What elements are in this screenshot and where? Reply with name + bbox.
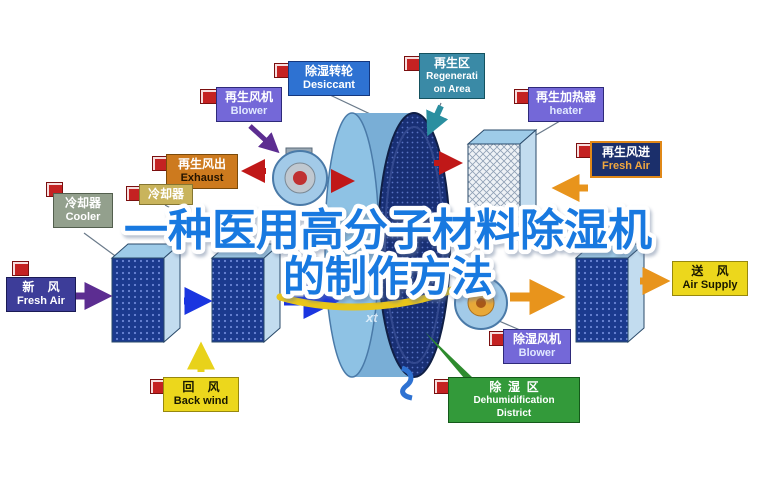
- label-exhaust: 再生风出 Exhaust: [166, 154, 238, 189]
- watermark-text: xt: [366, 310, 378, 325]
- label-regeneration-area-en1: Regenerati: [426, 71, 478, 82]
- unit-box-middle: [210, 242, 282, 344]
- label-regen-blower-en: Blower: [230, 105, 268, 117]
- label-regen-fresh-air-en: Fresh Air: [602, 160, 650, 172]
- label-desiccant-zh: 除湿转轮: [304, 64, 353, 78]
- label-regeneration-area-en2: on Area: [433, 83, 471, 95]
- label-cooler-left-en: Cooler: [65, 211, 101, 223]
- label-dehumid-blower-zh: 除湿风机: [512, 332, 561, 346]
- dehumid-blower-fan: [454, 276, 508, 330]
- label-air-supply: 送 风 Air Supply: [672, 261, 748, 296]
- label-dehumidification-district-en1: Dehumidification: [473, 395, 555, 406]
- label-regen-fresh-air-zh: 再生风进: [601, 145, 650, 159]
- label-regeneration-area-zh: 再生区: [433, 56, 470, 70]
- label-dehumidification-district-zh: 除 湿 区: [489, 380, 539, 394]
- label-air-supply-en: Air Supply: [682, 279, 738, 291]
- label-exhaust-zh: 再生风出: [177, 157, 226, 171]
- label-regen-heater-en: heater: [549, 105, 583, 117]
- label-dehumidification-district-en2: District: [496, 407, 532, 419]
- label-regen-heater-zh: 再生加热器: [535, 90, 596, 104]
- label-dehumidification-district: 除 湿 区 Dehumidification District: [448, 377, 580, 423]
- label-regeneration-area: 再生区 Regenerati on Area: [419, 53, 485, 99]
- label-fresh-air-inlet: 新 风 Fresh Air: [6, 277, 76, 312]
- label-dehumid-blower-en: Blower: [518, 347, 556, 359]
- desiccant-wheel: [324, 112, 451, 378]
- red-marker-icon: [200, 89, 217, 104]
- unit-box-left: [110, 242, 182, 344]
- label-dehumid-blower: 除湿风机 Blower: [503, 329, 571, 364]
- label-regen-fresh-air: 再生风进 Fresh Air: [590, 141, 662, 178]
- label-back-wind-en: Back wind: [173, 395, 229, 407]
- heater-box: [466, 128, 538, 232]
- label-fresh-air-inlet-zh: 新 风: [22, 280, 60, 294]
- label-air-supply-zh: 送 风: [691, 264, 729, 278]
- label-regen-blower: 再生风机 Blower: [216, 87, 282, 122]
- label-regen-heater: 再生加热器 heater: [528, 87, 604, 122]
- duct-bracket: [400, 365, 414, 401]
- label-back-wind-zh: 回 风: [182, 380, 220, 394]
- label-back-wind: 回 风 Back wind: [163, 377, 239, 412]
- label-cooler-middle: 冷却器: [139, 184, 193, 205]
- label-cooler-left: 冷却器 Cooler: [53, 193, 113, 228]
- label-cooler-middle-zh: 冷却器: [147, 187, 184, 201]
- label-cooler-left-zh: 冷却器: [64, 196, 101, 210]
- unit-box-right: [574, 242, 646, 344]
- label-desiccant: 除湿转轮 Desiccant: [288, 61, 370, 96]
- red-marker-icon: [12, 261, 29, 276]
- regen-blower-fan: [272, 147, 328, 206]
- label-exhaust-en: Exhaust: [180, 172, 224, 184]
- label-regen-blower-zh: 再生风机: [224, 90, 273, 104]
- label-desiccant-en: Desiccant: [303, 79, 355, 91]
- label-fresh-air-inlet-en: Fresh Air: [17, 295, 65, 307]
